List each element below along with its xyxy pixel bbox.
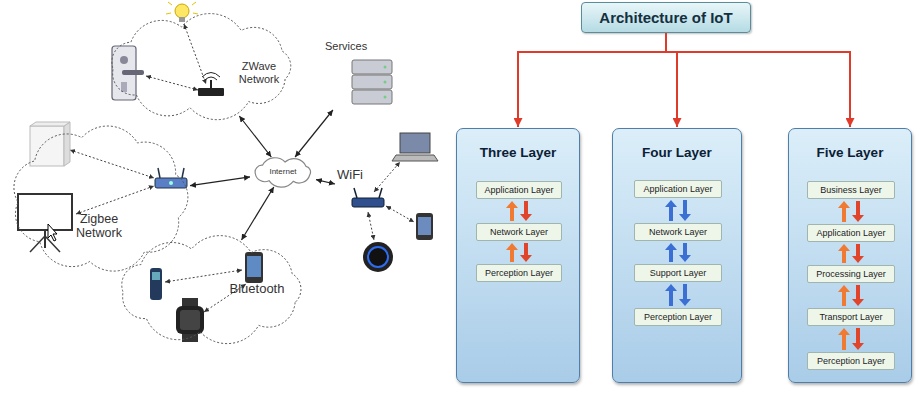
server-icon [352,60,392,104]
layer-box: Business Layer [807,181,895,199]
wireless-link [374,162,400,192]
layer-box: Transport Layer [807,308,895,326]
zwave-router-icon [198,73,224,97]
node-text: Application Layer [643,184,712,194]
wireless-link [146,76,198,90]
wearable-device-icon [150,268,162,300]
wifi-router-icon [352,188,384,207]
wireless-link [76,186,154,214]
layer-box: Network Layer [476,223,562,241]
layer-box: Application Layer [634,180,722,198]
node-text: Perception Layer [817,356,885,366]
network-cloud: ZWave Network [95,8,307,126]
node-text: Three Layer [457,145,579,160]
node-text: Services [325,40,385,53]
node-text: Transport Layer [819,312,882,322]
internet-cloud: Internet [248,155,318,189]
smartwatch-icon [176,298,204,342]
hierarchy-arrow [666,33,850,127]
layer-box: Support Layer [634,264,722,282]
node-text: Five Layer [789,145,911,160]
bluetooth-phone-icon [245,252,263,283]
network-cloud: Zigbee Network [0,118,200,280]
node-text: Network Layer [649,227,707,237]
node-text: ZWave Network [233,60,285,85]
phone-icon [416,213,433,240]
node-text: Business Layer [820,185,882,195]
projector-screen-icon [18,194,72,252]
node-text: WiFi [337,168,381,183]
layer-column: Four LayerApplication LayerNetwork Layer… [612,128,742,383]
node-text: Perception Layer [644,312,712,322]
layer-box: Application Layer [476,181,562,199]
light-bulb-icon [166,2,198,22]
node-text: Architecture of IoT [599,9,732,26]
node-text: Internet [248,167,318,176]
service-node: Services [325,40,397,110]
wireless-link [70,150,154,178]
node-text: Perception Layer [485,268,553,278]
node-text: Application Layer [816,228,885,238]
network-link [316,180,335,184]
door-lock-icon [112,46,144,100]
node-text: Processing Layer [816,269,886,279]
wireless-links [70,24,414,312]
wireless-link [165,270,242,282]
network-link [242,187,274,240]
wireless-link [368,212,374,240]
wireless-link [386,206,414,222]
network-cloud: Bluetooth [105,230,317,350]
layer-box: Perception Layer [634,308,722,326]
layer-column: Three LayerApplication LayerNetwork Laye… [456,128,580,383]
cloud-shape [112,14,291,120]
laptop-icon [392,133,438,161]
network-link [295,110,333,157]
network-link [190,177,250,186]
zigbee-router-icon [155,168,187,188]
appliance-icon [30,122,70,166]
cloud-shape [122,236,301,344]
node-text: Zigbee Network [68,212,130,241]
node-text: Application Layer [484,185,553,195]
node-text: Network Layer [490,227,548,237]
layer-box: Application Layer [807,224,895,242]
network-link [239,116,271,157]
title-box: Architecture of IoT [581,2,751,33]
thermostat-icon [363,242,393,272]
cloud-outline [0,118,200,280]
layer-box: Network Layer [634,223,722,241]
cloud-shape [14,126,188,271]
node-text: Bluetooth [217,282,297,297]
wireless-link [184,24,206,84]
layer-column: Five LayerBusiness LayerApplication Laye… [788,128,912,383]
layer-box: Perception Layer [476,264,562,282]
hierarchy-arrow [666,33,677,127]
layer-box: Processing Layer [807,265,895,283]
layer-box: Perception Layer [807,352,895,370]
wifi-node: WiFi [335,168,395,214]
node-text: Support Layer [650,268,707,278]
node-text: Four Layer [613,145,741,160]
hierarchy-arrow [518,33,666,127]
cloud-outline [105,230,317,350]
